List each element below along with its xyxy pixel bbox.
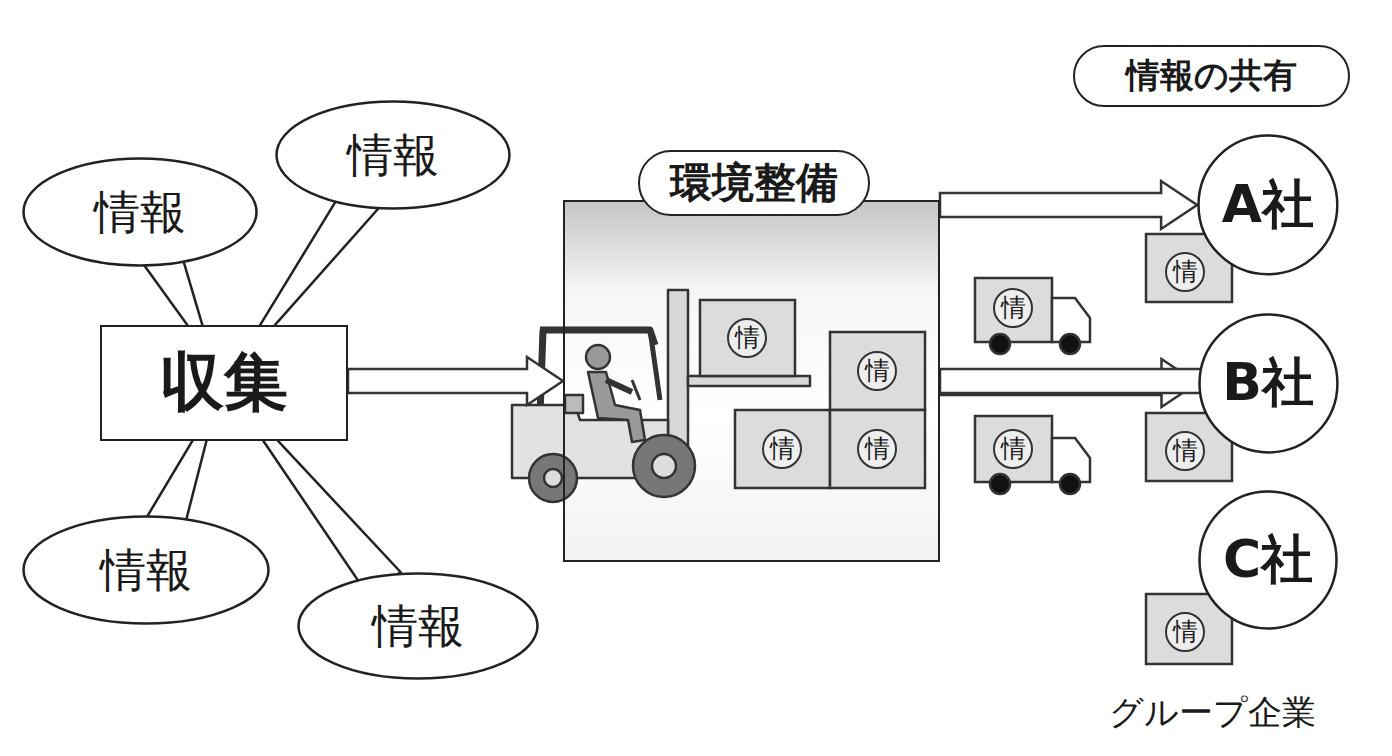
node-label: 情報	[100, 544, 192, 597]
info-bubble: 情報	[22, 157, 258, 267]
info-seal: 情	[857, 429, 897, 469]
info-seal: 情	[1165, 612, 1205, 652]
crates	[700, 300, 925, 488]
process-box: 収集	[100, 325, 348, 441]
node-label: 情報	[347, 129, 439, 182]
node-label: 収集	[160, 346, 288, 420]
node-label: 情報	[94, 186, 186, 239]
callout-tail	[260, 430, 400, 597]
block-arrow	[348, 357, 563, 405]
delivery-truck	[975, 278, 1090, 354]
node-label: 情報	[372, 600, 464, 653]
info-seal: 情	[993, 288, 1033, 328]
callout-tail	[257, 185, 378, 336]
info-seal: 情	[857, 351, 897, 391]
info-seal: 情	[993, 429, 1033, 469]
info-bubble: 情報	[275, 100, 511, 210]
group-caption: グループ企業	[1109, 692, 1316, 733]
company-circle: B社	[1198, 313, 1339, 454]
info-bubble: 情報	[22, 515, 270, 625]
heading-pill: 情報の共有	[1073, 45, 1350, 107]
region-fill	[563, 200, 940, 562]
node-label: A社	[1222, 175, 1314, 235]
info-bubble: 情報	[297, 572, 539, 680]
info-seal: 情	[1165, 431, 1205, 471]
company-circle: A社	[1197, 134, 1339, 276]
region-heading: 環境整備	[638, 150, 870, 216]
block-arrow	[940, 181, 1197, 229]
info-seal: 情	[1165, 252, 1205, 292]
node-label: C社	[1223, 530, 1313, 590]
delivery-truck	[975, 416, 1090, 494]
node-label: 情報の共有	[1126, 56, 1297, 95]
node-label: B社	[1222, 353, 1314, 413]
company-circle: C社	[1198, 490, 1338, 630]
info-seal: 情	[727, 318, 767, 358]
info-seal: 情	[762, 429, 802, 469]
